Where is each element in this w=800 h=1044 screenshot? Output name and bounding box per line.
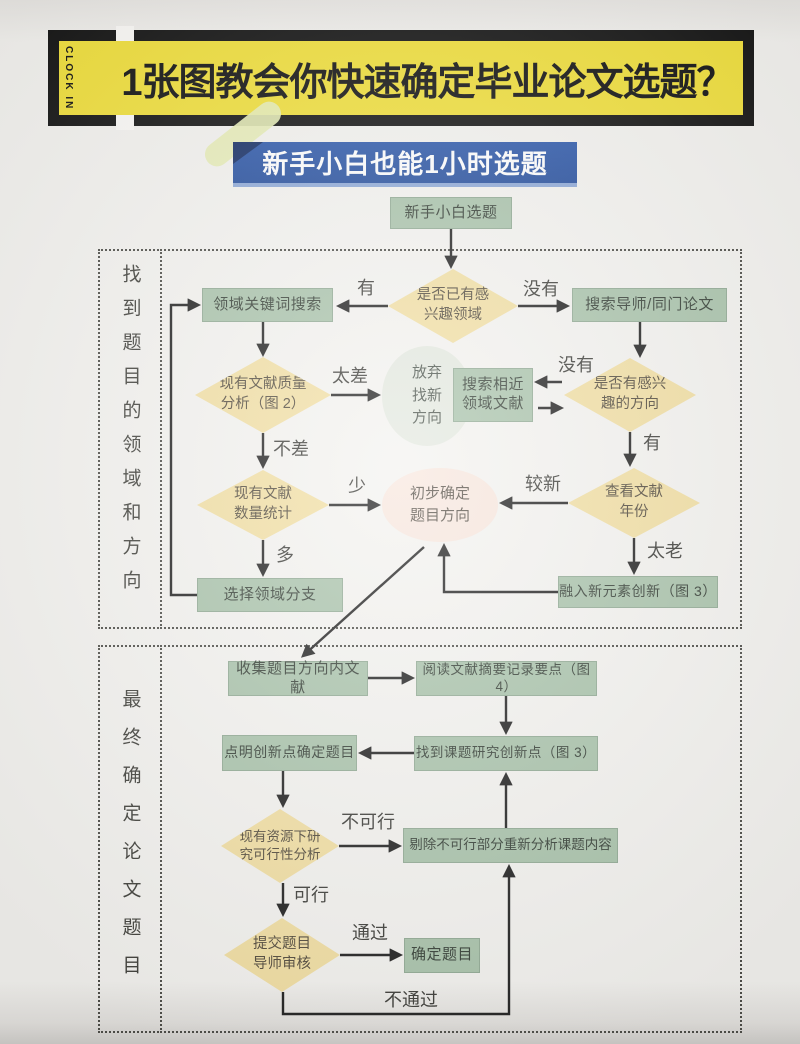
flow-node-prelim-direction: 初步确定 题目方向	[382, 468, 498, 542]
clockin-strip: CLOCK IN	[59, 41, 78, 115]
flow-node-collect-literature: 收集题目方向内文献	[228, 660, 368, 696]
edge-label-yes1: 有	[357, 278, 375, 298]
edge-label-too-bad: 太差	[332, 366, 368, 386]
subtitle-banner: 新手小白也能1小时选题	[233, 142, 577, 187]
edge-label-not-bad: 不差	[273, 439, 309, 459]
edge-label-feasible: 可行	[293, 885, 329, 905]
banner-notch-top	[116, 26, 134, 41]
flow-node-merge-innovation: 融入新元素创新（图 3）	[558, 576, 718, 608]
flow-node-read-abstracts: 阅读文献摘要记录要点（图 4）	[416, 661, 597, 696]
banner-notch-bottom	[116, 115, 134, 130]
edge-label-yes2: 有	[643, 433, 661, 453]
title-banner: CLOCK IN 1张图教会你快速确定毕业论文选题？	[48, 26, 754, 130]
edge-label-too-old: 太老	[647, 541, 683, 561]
clockin-vertical-text: CLOCK IN	[63, 45, 74, 111]
poster-title: 1张图教会你快速确定毕业论文选题？	[121, 61, 734, 104]
flow-node-nearby-search: 搜索相近 领域文献	[453, 368, 533, 422]
bottom-section-label-frame: 最终确定论文题目	[98, 645, 162, 1033]
banner-yellow-panel: 1张图教会你快速确定毕业论文选题？	[78, 41, 743, 115]
edge-label-no1: 没有	[523, 279, 559, 299]
top-section-label-frame: 找到题目的领域和方向	[98, 249, 162, 629]
flow-node-start: 新手小白选题	[390, 197, 512, 229]
bottom-section-label: 最终确定论文题目	[119, 689, 141, 993]
edge-label-fail: 不通过	[384, 990, 438, 1010]
flow-node-advisor-search: 搜索导师/同门论文	[572, 288, 727, 322]
flow-node-remove-infeasible: 剔除不可行部分重新分析课题内容	[403, 828, 618, 863]
flow-node-confirm-title: 确定题目	[404, 938, 480, 973]
poster-subtitle: 新手小白也能1小时选题	[262, 149, 548, 179]
edge-label-newer: 较新	[525, 474, 561, 494]
edge-label-pass: 通过	[352, 923, 388, 943]
bottom-section-frame	[160, 645, 742, 1033]
flow-node-find-innovation: 找到课题研究创新点（图 3）	[414, 736, 598, 771]
flow-node-clarify-title: 点明创新点确定题目	[222, 735, 357, 771]
top-section-label: 找到题目的领域和方向	[119, 264, 141, 604]
edge-label-many: 多	[276, 545, 294, 565]
flow-node-keyword-search: 领域关键词搜索	[202, 288, 333, 322]
flow-node-choose-branch: 选择领域分支	[197, 578, 343, 612]
edge-label-few: 少	[348, 476, 366, 496]
edge-label-no2: 没有	[558, 355, 594, 375]
edge-label-not-feasible: 不可行	[341, 812, 395, 832]
